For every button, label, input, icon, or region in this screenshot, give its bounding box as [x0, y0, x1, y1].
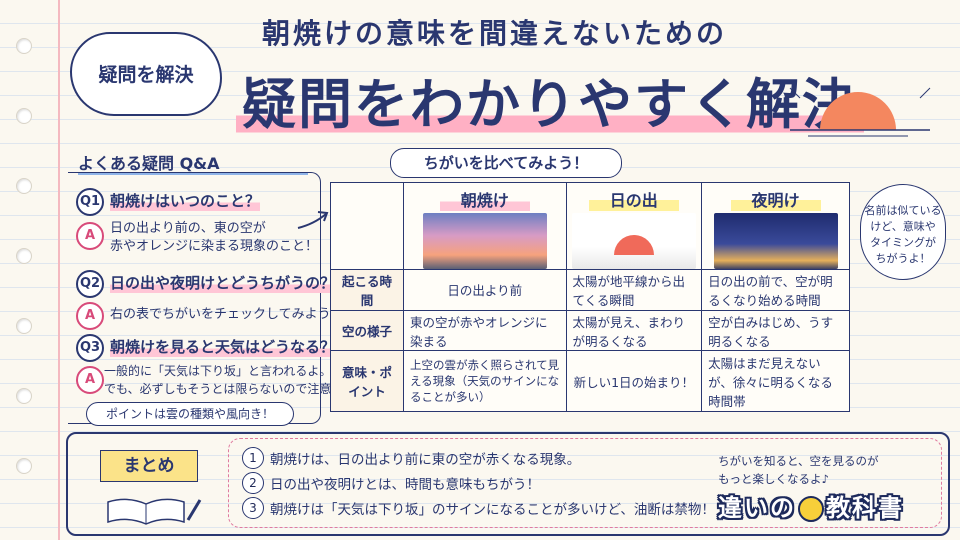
brand-left: 違いの [718, 494, 796, 522]
summary-item: 朝焼けは「天気は下り坂」のサインになることが多いけど、油断は禁物！ [270, 502, 715, 518]
a1-line2: 赤やオレンジに染まる現象のこと！ [110, 239, 319, 254]
hinode-sun-image [571, 213, 696, 269]
side-note-line: 名前は似ている [864, 204, 942, 217]
a1-mark: A [76, 222, 104, 250]
col-asayake: 朝焼け [403, 182, 567, 270]
table-cell: 新しい1日の始まり！ [565, 350, 703, 412]
binder-hole [16, 38, 32, 54]
sun-icon [613, 235, 654, 255]
table-header-row: 朝焼け 日の出 夜明け [330, 182, 850, 270]
table-row: 空の様子 東の空が赤やオレンジに染まる 太陽が見え、まわりが明るくなる 空が白み… [330, 309, 850, 352]
table-cell: 日の出の前で、空が明るくなり始める時間 [701, 269, 850, 311]
summary-tip: ちがいを知ると、空を見るのが もっと楽しくなるよ♪ [718, 452, 879, 488]
summary-num: 1 [242, 447, 264, 469]
brand-logo: 違いの 教科書 [718, 488, 904, 523]
row-label: 起こる時間 [330, 269, 404, 311]
side-note-line: けど、意味や [870, 220, 936, 233]
q1-mark: Q1 [76, 188, 104, 216]
a3-line2: でも、必ずしもそうとは限らないので注意。 [104, 382, 344, 396]
table-cell: 東の空が赤やオレンジに染まる [403, 309, 567, 352]
compare-bubble: ちがいを比べてみよう！ [390, 148, 622, 178]
a2-line1: 右の表でちがいをチェックしてみよう！ [110, 307, 344, 322]
binder-hole [16, 458, 32, 474]
page-title: 疑問をわかりやすく解決 [236, 60, 864, 139]
a3-mark: A [76, 366, 104, 394]
table-cell: 日の出より前 [403, 269, 567, 311]
a2-mark: A [76, 302, 104, 330]
book-pen-icon [107, 498, 202, 525]
brand-right: 教科書 [826, 494, 904, 522]
col-hinode-label: 日の出 [588, 187, 679, 211]
q1-question: 朝焼けはいつのこと？ [110, 190, 261, 211]
col-yoake: 夜明け [701, 182, 850, 270]
comparison-table: 朝焼け 日の出 夜明け 起こる時間 日の出より前 太陽が地平線から出てくる瞬間 … [330, 182, 850, 412]
tip-line: もっと楽しくなるよ♪ [718, 472, 829, 486]
tip-line: ちがいを知ると、空を見るのが [718, 454, 879, 468]
table-cell: 太陽が見え、まわりが明るくなる [565, 309, 703, 352]
badge-cloud: 疑問を解決 [70, 32, 222, 116]
summary-item: 朝焼けは、日の出より前に東の空が赤くなる現象。 [270, 452, 581, 468]
row-label: 意味・ポイント [330, 350, 404, 412]
summary-num: 3 [242, 497, 264, 519]
qa-heading-underline [78, 172, 308, 175]
binder-hole [16, 248, 32, 264]
table-cell: 上空の雲が赤く照らされて見える現象（天気のサインになることが多い） [403, 350, 567, 412]
binder-hole [16, 318, 32, 334]
table-corner [330, 182, 404, 270]
q2-mark: Q2 [76, 270, 104, 298]
sunrise-illustration [789, 87, 931, 137]
page-subtitle: 朝焼けの意味を間違えないための [262, 17, 728, 50]
summary-list-frame [228, 438, 942, 528]
table-cell: 空が白みはじめ、うす明るくなる [701, 309, 850, 352]
side-note-bubble: 名前は似ている けど、意味や タイミングが ちがうよ！ [860, 184, 946, 280]
summary-frame [66, 432, 950, 536]
summary-item: 日の出や夜明けとは、時間も意味もちがう！ [270, 477, 540, 493]
hint-bubble: ポイントは雲の種類や風向き！ [86, 402, 294, 426]
table-cell: 太陽が地平線から出てくる瞬間 [565, 269, 703, 311]
col-hinode: 日の出 [565, 182, 703, 270]
binder-hole [16, 178, 32, 194]
badge-label: 疑問を解決 [98, 64, 194, 86]
q3-mark: Q3 [76, 334, 104, 362]
table-cell: 太陽はまだ見えないが、徐々に明るくなる時間帯 [701, 350, 850, 412]
a3-line1: 一般的に「天気は下り坂」と言われるよ。 [104, 364, 332, 378]
binder-hole [16, 108, 32, 124]
col-yoake-label: 夜明け [730, 187, 821, 211]
col-asayake-label: 朝焼け [439, 187, 530, 211]
summary-num: 2 [242, 472, 264, 494]
margin-line [58, 0, 60, 540]
table-row: 意味・ポイント 上空の雲が赤く照らされて見える現象（天気のサインになることが多い… [330, 350, 850, 412]
q3-question: 朝焼けを見ると天気はどうなる？ [110, 336, 336, 357]
side-note-line: ちがうよ！ [875, 252, 931, 265]
asayake-sky-image [422, 213, 547, 269]
q2-question: 日の出や夜明けとどうちがうの？ [110, 272, 336, 293]
row-label: 空の様子 [330, 309, 404, 352]
arrow-right-icon [297, 211, 329, 229]
yoake-sky-image [713, 213, 838, 269]
side-note-line: タイミングが [870, 236, 936, 249]
a1-line1: 日の出より前の、東の空が [110, 221, 266, 236]
qa-heading: よくある疑問 Q&A [78, 154, 220, 173]
table-row: 起こる時間 日の出より前 太陽が地平線から出てくる瞬間 日の出の前で、空が明るく… [330, 269, 850, 311]
lightbulb-icon [798, 496, 824, 522]
binder-hole [16, 388, 32, 404]
summary-label: まとめ [100, 450, 198, 482]
